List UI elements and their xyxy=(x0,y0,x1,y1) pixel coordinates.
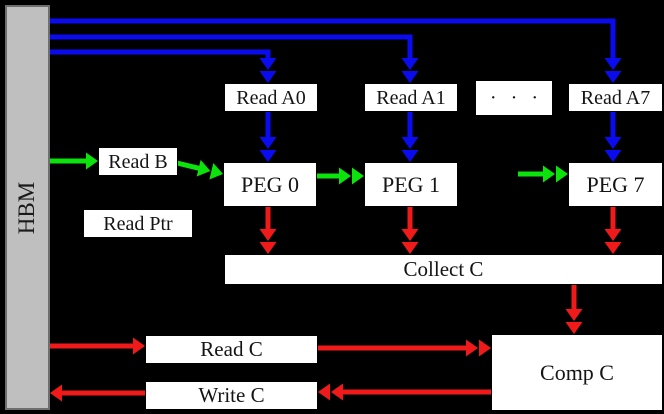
node-read-ptr: Read Ptr xyxy=(83,209,193,238)
node-read-a0: Read A0 xyxy=(224,83,318,112)
arrow-peg1-to-collect-head xyxy=(401,229,419,241)
node-collect-c: Collect C xyxy=(224,254,663,285)
node-read-a7-label: Read A7 xyxy=(580,86,651,109)
arrow-hbm-to-read-a0 xyxy=(50,49,271,60)
arrow-hbm-to-read-c-head xyxy=(133,337,145,355)
arrow-collect-to-comp-head xyxy=(565,322,583,334)
arrow-read-c-to-comp-head xyxy=(466,339,478,357)
arrow-peg0-to-collect-head xyxy=(259,242,277,254)
node-read-b-label: Read B xyxy=(108,150,168,173)
node-read-a7: Read A7 xyxy=(568,83,663,112)
arrow-read-a7-to-peg7-head xyxy=(604,150,622,162)
arrow-read-a7-to-peg7-head xyxy=(604,137,622,149)
arrow-write-c-to-hbm-head xyxy=(50,384,62,402)
node-read-a1: Read A1 xyxy=(364,83,458,112)
node-read-b: Read B xyxy=(98,147,178,176)
node-peg-7: PEG 7 xyxy=(568,162,663,207)
arrow-comp-to-write-c-head xyxy=(318,383,330,401)
arrow-peg7-to-collect-head xyxy=(604,229,622,241)
arrow-peg7-to-collect-head xyxy=(604,242,622,254)
arrow-read-c-to-comp-head xyxy=(479,339,491,357)
arrow-read-b-to-peg0 xyxy=(176,160,202,172)
arrow-hbm-to-read-a7-head xyxy=(604,71,622,83)
arrow-read-a0-to-peg0-head xyxy=(259,150,277,162)
arrow-hbm-to-read-b-head xyxy=(86,152,98,170)
arrow-collect-to-comp-head xyxy=(565,309,583,321)
arrow-hbm-to-read-a7 xyxy=(50,18,616,60)
node-read-a1-label: Read A1 xyxy=(376,86,446,109)
node-read-a0-label: Read A0 xyxy=(236,86,306,109)
arrow-peg0-to-collect-head xyxy=(259,229,277,241)
node-peg-1-label: PEG 1 xyxy=(381,171,441,197)
arrow-hbm-to-read-a7-head xyxy=(604,58,622,70)
arrow-read-a0-to-peg0-head xyxy=(259,137,277,149)
arrow-peg1-to-collect-head xyxy=(401,242,419,254)
node-collect-c-label: Collect C xyxy=(403,257,484,281)
node-read-ptr-label: Read Ptr xyxy=(103,212,173,235)
ellipsis-label: · · · xyxy=(490,89,544,106)
node-write-c: Write C xyxy=(145,381,318,410)
arrow-peg0-to-peg1-head xyxy=(339,167,351,185)
node-comp-c: Comp C xyxy=(491,334,663,411)
hbm-label: HBM xyxy=(14,181,40,234)
node-peg-0-label: PEG 0 xyxy=(240,171,300,197)
node-peg-7-label: PEG 7 xyxy=(586,171,645,197)
arrow-peg0-to-peg1-head xyxy=(352,167,364,185)
arrow-read-a1-to-peg1-head xyxy=(401,137,419,149)
hbm-memory-bar: HBM xyxy=(5,5,50,410)
arrow-read-b-to-peg0-head xyxy=(209,162,223,180)
arrow-dots-to-peg7-head xyxy=(543,165,555,183)
arrow-read-b-to-peg0-head xyxy=(196,159,211,177)
arrow-comp-to-write-c-head xyxy=(331,383,343,401)
arrow-hbm-to-read-a1-head xyxy=(401,71,419,83)
arrow-dots-to-peg7-head xyxy=(556,165,568,183)
node-comp-c-label: Comp C xyxy=(540,359,614,385)
node-peg-1: PEG 1 xyxy=(364,162,458,207)
arrow-hbm-to-read-a0-head xyxy=(259,71,277,83)
arrow-hbm-to-read-a0-head xyxy=(259,58,277,70)
node-read-c: Read C xyxy=(145,335,318,364)
node-write-c-label: Write C xyxy=(198,383,265,407)
node-read-c-label: Read C xyxy=(200,337,263,361)
node-peg-0: PEG 0 xyxy=(223,162,317,207)
arrow-hbm-to-read-a1 xyxy=(50,34,413,60)
arrow-hbm-to-read-a1-head xyxy=(401,58,419,70)
arrow-read-a1-to-peg1-head xyxy=(401,150,419,162)
node-ellipsis: · · · xyxy=(475,80,553,116)
